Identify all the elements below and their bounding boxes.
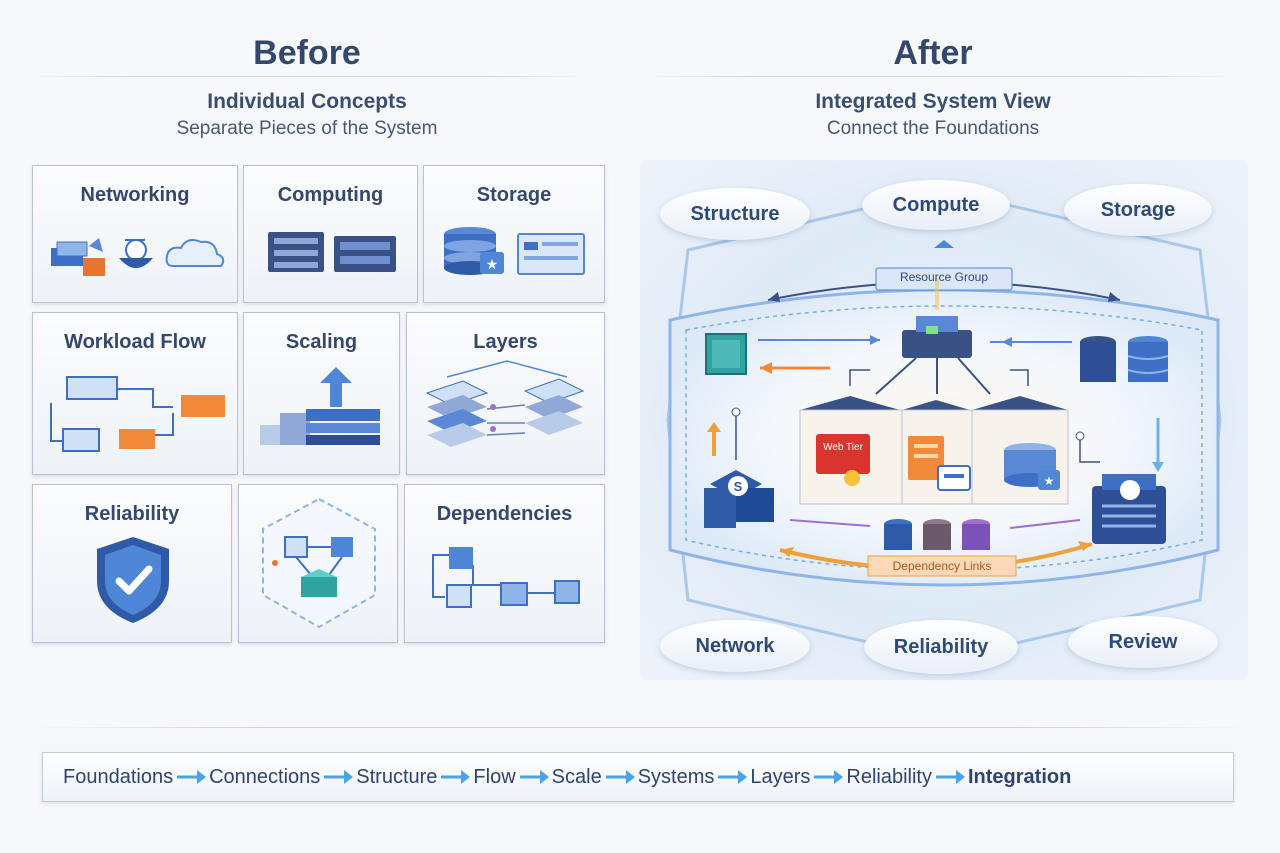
card-label-networking: Networking [80, 184, 190, 206]
card-label-layers: Layers [473, 331, 538, 353]
arrow-right-icon [519, 770, 549, 784]
arrow-right-icon [441, 770, 471, 784]
step-integration: Integration [968, 765, 1072, 788]
card-label-scaling: Scaling [285, 331, 358, 353]
step-foundations: Foundations [63, 765, 174, 788]
progression-bar: Foundations Connections Structure Flow S… [42, 752, 1234, 802]
card-dependencies: Dependencies [404, 484, 605, 643]
card-reliability: Reliability [32, 484, 232, 643]
card-integration [238, 484, 398, 643]
after-caption: Connect the Foundations [826, 118, 1040, 139]
database-icon: ★ [444, 227, 585, 275]
pill-reliability: Reliability [864, 620, 1018, 674]
dependency-links-label: Dependency Links [892, 559, 992, 573]
server-rack-icon [268, 232, 396, 272]
card-scaling: Scaling [243, 312, 400, 475]
svg-text:★: ★ [486, 257, 499, 273]
pill-structure: Structure [660, 188, 810, 240]
card-layers: Layers [406, 312, 605, 475]
arrow-right-icon [718, 770, 748, 784]
svg-text:★: ★ [1044, 474, 1055, 488]
after-section-header: After [653, 34, 1213, 73]
card-label-dependencies: Dependencies [436, 503, 573, 525]
scaling-arrow-icon [260, 367, 380, 445]
after-divider [640, 76, 1240, 77]
arrow-right-icon [936, 770, 965, 784]
integrated-system-diagram: ★ S [666, 188, 1222, 662]
step-scale: Scale [551, 765, 602, 788]
before-divider [30, 76, 590, 77]
workflow-icon [50, 376, 225, 452]
card-networking: Networking [32, 165, 238, 303]
arrow-right-icon [324, 770, 354, 784]
arrow-right-icon [177, 770, 207, 784]
pill-compute: Compute [862, 180, 1010, 230]
arrow-right-icon [814, 770, 844, 784]
step-layers: Layers [750, 765, 811, 788]
before-section-header: Before [27, 34, 587, 73]
before-subtitle: Individual Concepts [207, 90, 407, 113]
pill-review: Review [1068, 616, 1218, 668]
before-title: Before [253, 34, 361, 72]
integrated-system-panel: ★ S Structure Compute [640, 160, 1248, 680]
pill-network: Network [660, 620, 810, 672]
after-subheader: Integrated System View Connect the Found… [653, 90, 1213, 140]
layers-icon [425, 360, 585, 447]
web-tier-label: Web Tier [823, 442, 863, 453]
step-systems: Systems [637, 765, 715, 788]
step-reliability: Reliability [846, 765, 932, 788]
networking-icon [51, 238, 225, 276]
after-title: After [893, 34, 973, 72]
before-caption: Separate Pieces of the System [176, 118, 438, 139]
card-label-storage: Storage [476, 184, 552, 206]
network-cluster-icon [262, 497, 376, 629]
step-structure: Structure [356, 765, 438, 788]
progression-divider [30, 727, 1250, 728]
svg-text:S: S [734, 479, 743, 494]
pill-storage: Storage [1064, 184, 1212, 236]
card-storage: Storage ★ [423, 165, 605, 303]
step-flow: Flow [473, 765, 516, 788]
after-subtitle: Integrated System View [815, 90, 1051, 113]
card-label-reliability: Reliability [84, 503, 180, 525]
card-workload-flow: Workload Flow [32, 312, 238, 475]
resource-group-label: Resource Group [899, 270, 989, 284]
shield-check-icon [97, 537, 169, 623]
before-subheader: Individual Concepts Separate Pieces of t… [27, 90, 587, 140]
card-label-computing: Computing [277, 184, 384, 206]
step-connections: Connections [209, 765, 321, 788]
arrow-right-icon [605, 770, 635, 784]
card-computing: Computing [243, 165, 418, 303]
card-label-workload-flow: Workload Flow [64, 331, 206, 353]
dependency-graph-icon [432, 547, 580, 608]
